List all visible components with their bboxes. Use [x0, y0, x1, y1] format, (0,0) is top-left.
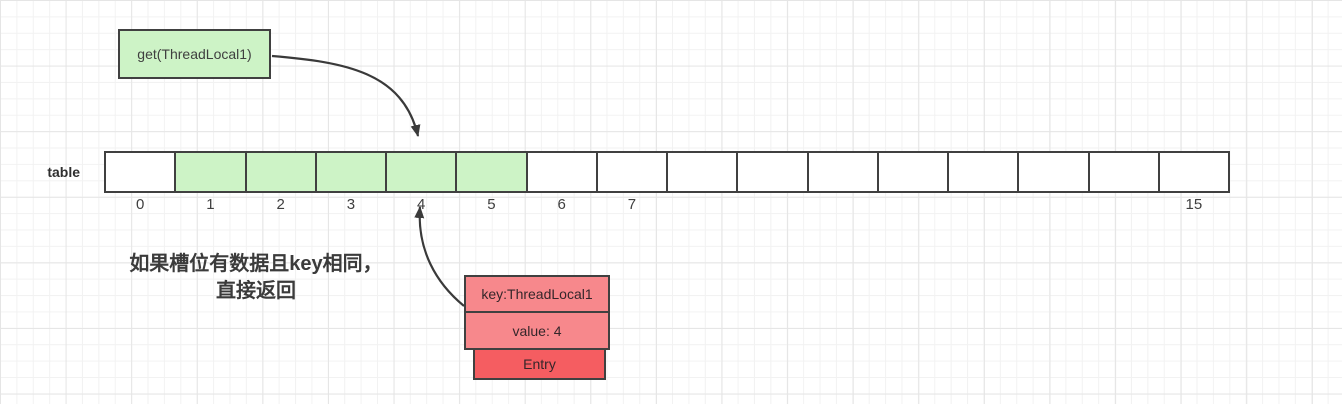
- table-cell-0: 0: [104, 151, 177, 213]
- cell-index-label: 1: [206, 196, 215, 213]
- cell-index-label: 4: [416, 196, 426, 213]
- entry-value-box: value: 4: [464, 311, 610, 350]
- note-line1: 如果槽位有数据且key相同，: [129, 253, 383, 275]
- entry-key-box: key:ThreadLocal1: [464, 275, 610, 313]
- hash-table-array: 0 1 2 3 4 5 6 7 15: [104, 151, 1230, 213]
- cell-index-label: 15: [1185, 196, 1203, 213]
- note-text: 如果槽位有数据且key相同， 直接返回: [108, 251, 404, 305]
- get-call-box: get(ThreadLocal1): [118, 29, 271, 79]
- table-cell-5: 5: [455, 151, 528, 213]
- table-label: table: [47, 164, 80, 180]
- cell-index-label: 3: [346, 196, 356, 213]
- table-cell-10: [806, 151, 879, 193]
- cell-index-label: 2: [276, 196, 285, 213]
- get-call-label: get(ThreadLocal1): [137, 46, 252, 62]
- table-cell-9: [736, 151, 809, 193]
- table-cell-8: [666, 151, 739, 193]
- table-cell-12: [947, 151, 1020, 193]
- table-cell-4: 4: [385, 151, 458, 213]
- table-cell-11: [876, 151, 949, 193]
- note-line2: 直接返回: [216, 280, 296, 302]
- arrow-get-to-slot4: [271, 54, 421, 137]
- table-cell-6: 6: [525, 151, 598, 213]
- cell-index-label: 5: [487, 196, 496, 213]
- table-cell-1: 1: [174, 151, 247, 213]
- table-cell-7: 7: [595, 151, 668, 213]
- table-cell-14: [1087, 151, 1160, 193]
- table-cell-13: [1017, 151, 1090, 193]
- table-cell-2: 2: [244, 151, 317, 213]
- arrow-entry-to-slot4: [414, 206, 465, 307]
- cell-index-label: 0: [135, 196, 145, 213]
- cell-index-label: 6: [557, 196, 566, 213]
- table-cell-15: 15: [1157, 151, 1230, 213]
- cell-index-label: 7: [627, 196, 637, 213]
- entry-title-box: Entry: [473, 348, 606, 380]
- table-cell-3: 3: [314, 151, 387, 213]
